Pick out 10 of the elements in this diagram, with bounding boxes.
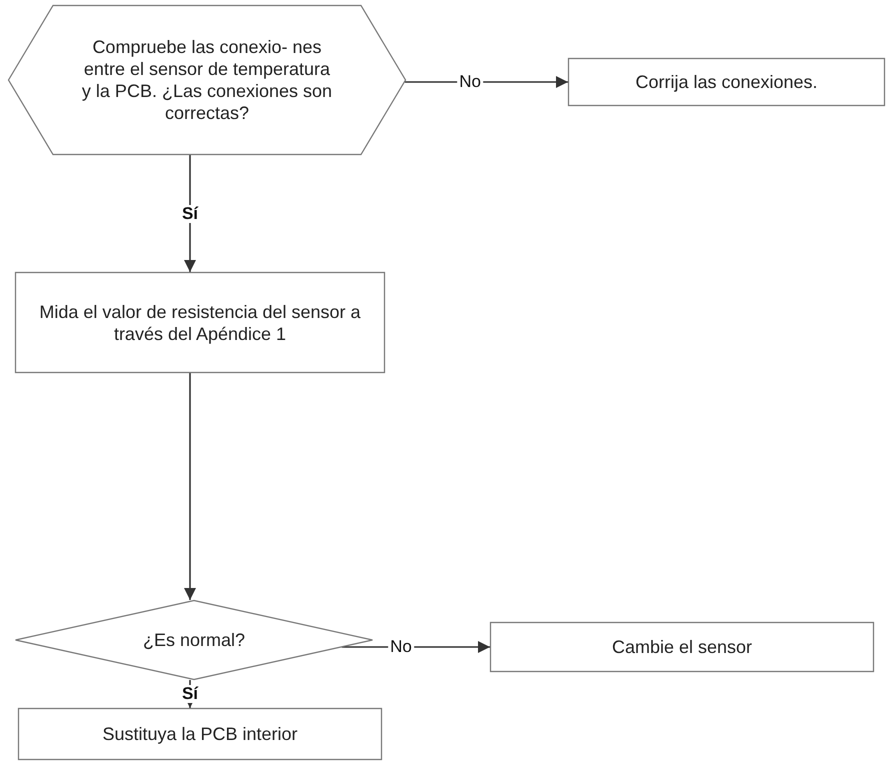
arrow	[184, 373, 196, 600]
node-text: ¿Es normal?	[142, 629, 246, 651]
node-text: Sustituya la PCB interior	[102, 723, 298, 745]
node-text: Compruebe las conexio- nes entre el sensor de temperatura y la PCB. ¿Las conexiones son correctas?	[80, 36, 334, 124]
arrow	[184, 155, 196, 272]
node-text: Corrija las conexiones.	[635, 71, 818, 93]
edge-label: Sí	[180, 204, 200, 222]
edge-label: Sí	[180, 685, 200, 703]
node-text: Mida el valor de resistencia del sensor a través del Apéndice 1	[38, 300, 362, 344]
node-text: Cambie el sensor	[612, 636, 752, 658]
